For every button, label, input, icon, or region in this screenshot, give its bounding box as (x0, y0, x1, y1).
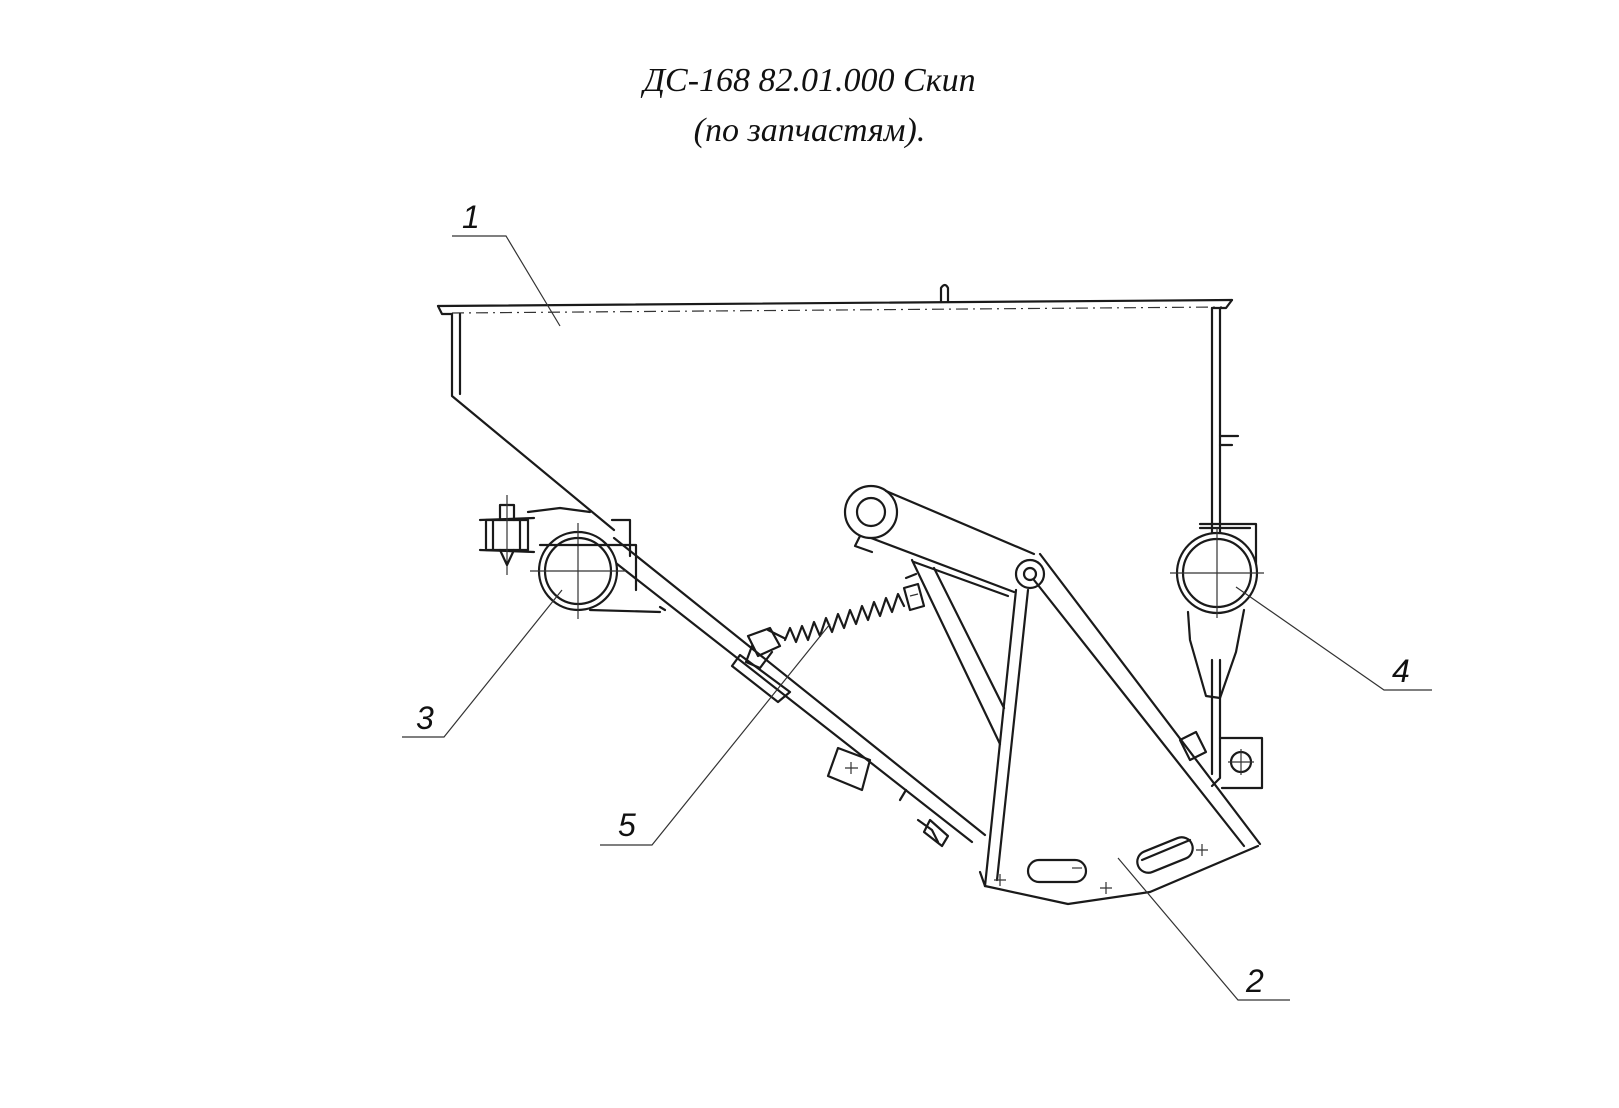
skip-body (436, 283, 1240, 848)
callout-2-label: 2 (1245, 963, 1264, 999)
callout-3-leader (402, 589, 563, 738)
callout-5-label: 5 (618, 807, 636, 843)
callout-4-leader (1235, 586, 1432, 691)
callout-2-leader (1117, 857, 1290, 1001)
spring (744, 572, 926, 670)
drawing-subtitle: (по запчастям). (693, 112, 926, 149)
callout-5-leader (600, 623, 831, 846)
gate-plate (978, 836, 1260, 906)
lever-frame (843, 484, 1262, 888)
callout-4-label: 4 (1392, 653, 1410, 689)
right-roller (1170, 522, 1264, 790)
drawing-title: ДС-168 82.01.000 Скип (643, 62, 976, 99)
callout-1-label: 1 (462, 199, 480, 235)
callouts: 1 2 3 4 5 (402, 199, 1432, 1001)
callout-1-leader (452, 235, 561, 327)
left-roller (478, 495, 662, 619)
callout-3-label: 3 (416, 700, 434, 736)
